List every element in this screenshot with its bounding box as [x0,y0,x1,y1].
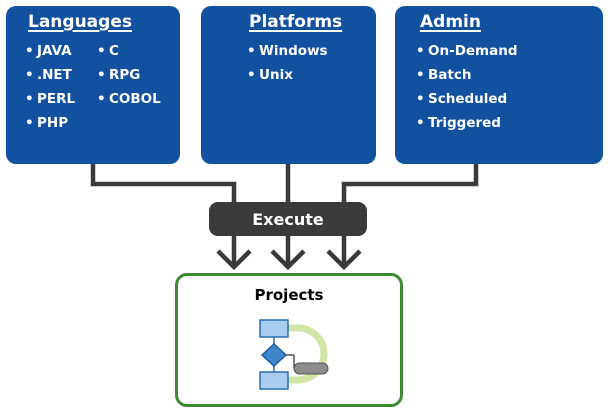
arrowhead-center [270,249,306,271]
connector-languages [90,163,237,204]
platform-item: Windows [247,43,328,59]
admin-item: Batch [416,67,471,83]
languages-title: Languages [28,12,132,32]
language-item: PERL [25,91,75,107]
platform-item: Unix [247,67,293,83]
language-item: .NET [25,67,72,83]
admin-item: On-Demand [416,43,518,59]
language-item: RPG [97,67,140,83]
connector-admin [341,163,479,204]
execute-label: Execute [252,209,324,229]
projects-title: Projects [254,286,324,304]
arrowhead-right [326,249,362,271]
admin-box: Admin On-Demand Batch Scheduled Triggere… [395,6,603,164]
languages-box: Languages JAVA .NET PERL PHP C RPG COBOL [6,6,180,164]
language-item: COBOL [97,91,161,107]
language-item: JAVA [25,43,72,59]
flowchart-icon [259,319,329,390]
language-item: C [97,43,119,59]
arrowhead-left [216,249,252,271]
platforms-title: Platforms [249,12,343,32]
execute-bar: Execute [209,202,367,236]
language-item: PHP [25,115,68,131]
admin-item: Scheduled [416,91,507,107]
admin-title: Admin [420,12,481,32]
platforms-box: Platforms Windows Unix [201,6,376,164]
admin-item: Triggered [416,115,501,131]
projects-box: Projects [175,273,403,407]
